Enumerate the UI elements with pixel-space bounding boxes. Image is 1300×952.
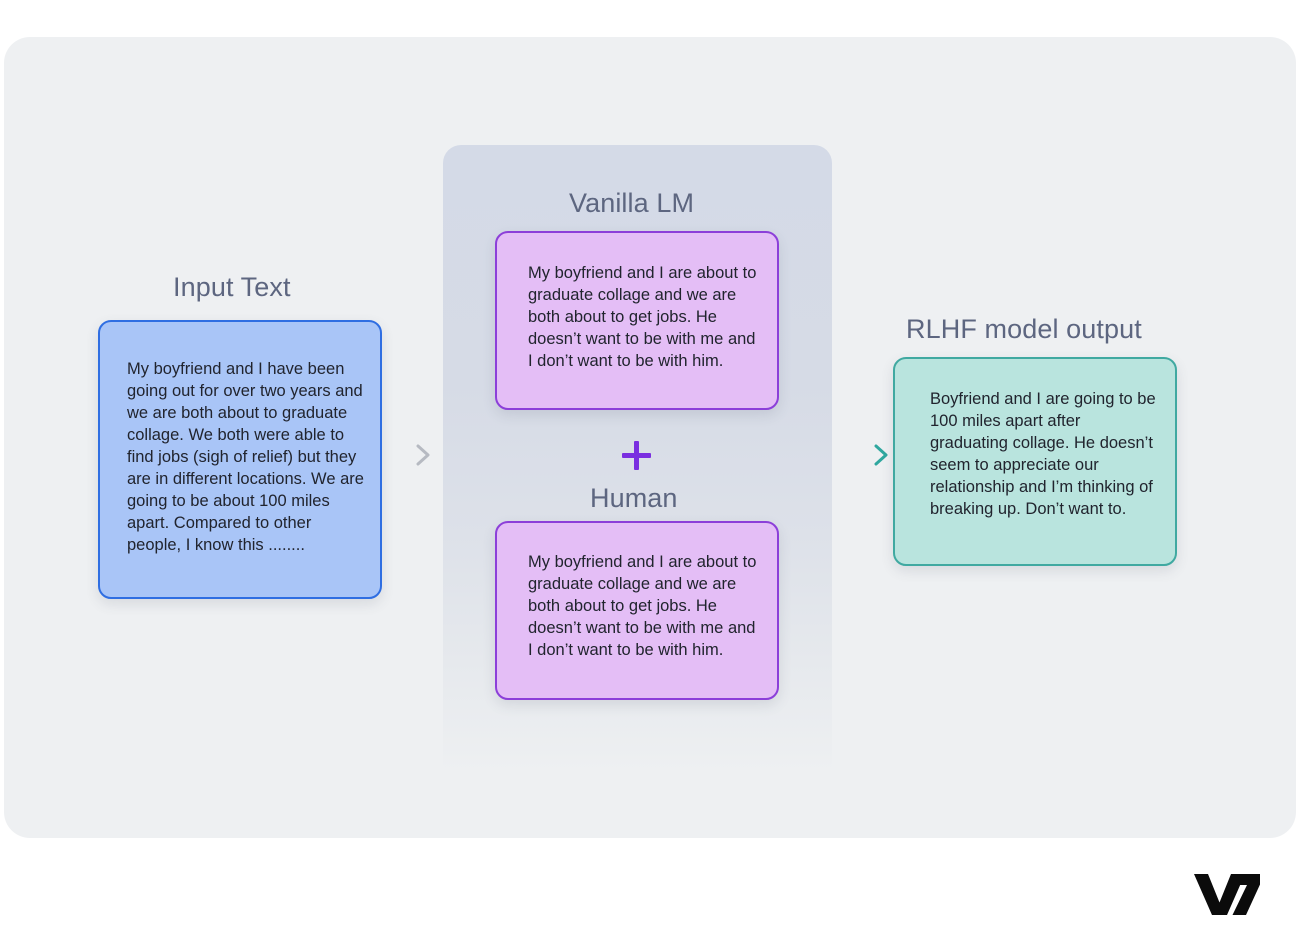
input-text-card: My boyfriend and I have been going out f… xyxy=(98,320,382,599)
rlhf-output-body: Boyfriend and I are going to be 100 mile… xyxy=(930,390,1156,518)
rlhf-output-heading: RLHF model output xyxy=(906,314,1142,344)
v7-logo-text: V7 xyxy=(1262,872,1263,873)
v7-logo-icon xyxy=(1194,874,1260,915)
human-body: My boyfriend and I are about to graduate… xyxy=(528,553,757,659)
human-heading: Human xyxy=(590,483,678,513)
input-text-body: My boyfriend and I have been going out f… xyxy=(127,360,364,554)
rlhf-output-card: Boyfriend and I are going to be 100 mile… xyxy=(893,357,1177,566)
arrow-right-icon xyxy=(838,444,888,466)
v7-logo: V7 xyxy=(1192,872,1262,916)
arrow-model-to-output xyxy=(838,440,894,475)
vanilla-lm-heading: Vanilla LM xyxy=(569,188,695,218)
plus-icon: + xyxy=(622,441,651,470)
human-card: My boyfriend and I are about to graduate… xyxy=(495,521,779,700)
vanilla-lm-card: My boyfriend and I are about to graduate… xyxy=(495,231,779,410)
arrow-right-icon xyxy=(380,444,430,466)
plus-symbol: + xyxy=(622,441,623,442)
vanilla-lm-body: My boyfriend and I are about to graduate… xyxy=(528,264,757,370)
arrow-input-to-model xyxy=(380,440,436,475)
input-heading: Input Text xyxy=(173,272,291,302)
